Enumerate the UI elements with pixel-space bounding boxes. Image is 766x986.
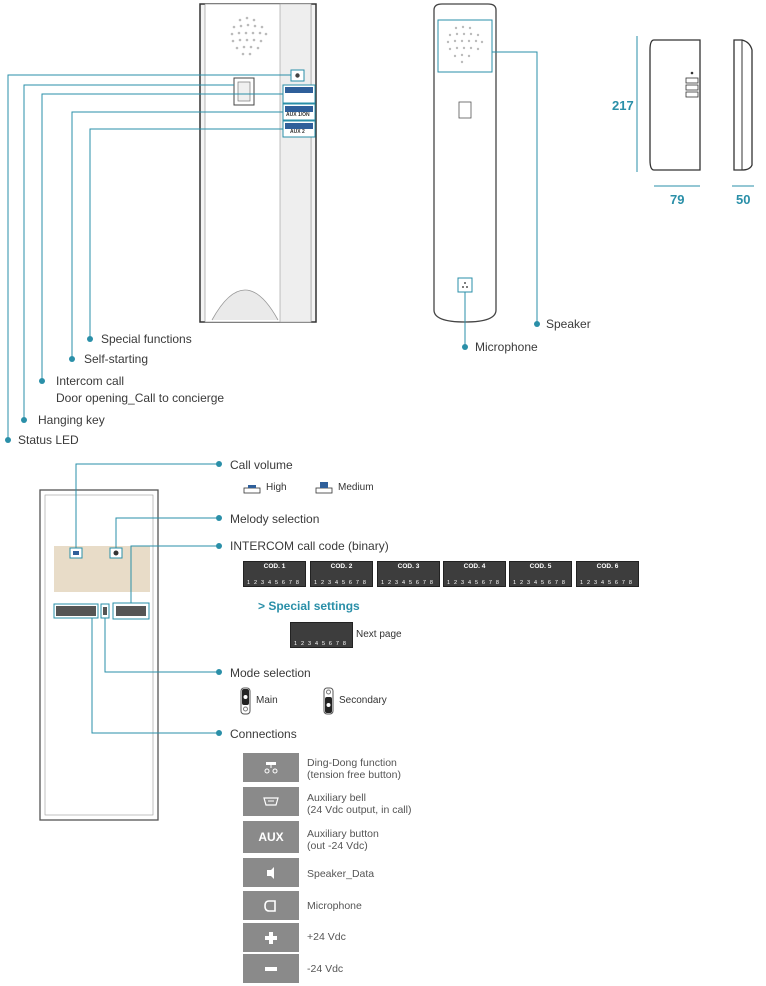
front-callout-lines xyxy=(7,74,291,440)
label-microphone: Microphone xyxy=(475,340,538,354)
dip-code-1: COD. 1 1 2 3 4 5 6 7 8 xyxy=(243,561,306,587)
label-mode-secondary: Secondary xyxy=(339,695,387,706)
label-next-page: Next page xyxy=(356,629,402,640)
conn-minus-text: -24 Vdc xyxy=(307,963,344,975)
conn-aux-text: Auxiliary button(out -24 Vdc) xyxy=(307,828,379,852)
dimension-depth: 50 xyxy=(736,192,751,207)
label-special-functions: Special functions xyxy=(101,332,192,346)
volume-medium-icon xyxy=(315,482,333,494)
speaker-icon xyxy=(267,866,274,879)
intercom-front-view xyxy=(199,3,317,323)
bell-icon xyxy=(263,796,279,806)
aux1-label: AUX 1/ON xyxy=(286,112,310,118)
front-speaker-grille xyxy=(230,16,268,56)
plus-icon xyxy=(265,931,277,944)
aux2-label: AUX 2 xyxy=(290,129,305,135)
conn-icon-speaker xyxy=(243,858,299,887)
label-mode-main: Main xyxy=(256,695,278,706)
label-speaker: Speaker xyxy=(546,317,591,331)
label-door-opening: Door opening_Call to concierge xyxy=(56,391,225,405)
dimension-height: 217 xyxy=(612,98,634,113)
ding-dong-icon xyxy=(264,761,278,773)
conn-icon-aux: AUX xyxy=(243,821,299,853)
mode-secondary-icon xyxy=(323,687,334,715)
conn-speaker-text: Speaker_Data xyxy=(307,868,375,880)
label-special-settings: > Special settings xyxy=(258,599,360,613)
conn-icon-minus xyxy=(243,954,299,983)
label-hanging-key: Hanging key xyxy=(38,413,105,427)
conn-plus-text: +24 Vdc xyxy=(307,931,346,943)
label-intercom-code: INTERCOM call code (binary) xyxy=(230,539,389,553)
conn-icon-plus xyxy=(243,923,299,952)
microphone-icon xyxy=(264,899,276,912)
dip-code-4: COD. 4 1 2 3 4 5 6 7 8 xyxy=(443,561,506,587)
conn-microphone-text: Microphone xyxy=(307,900,362,912)
label-mode-selection: Mode selection xyxy=(230,666,311,680)
dip-code-5: COD. 5 1 2 3 4 5 6 7 8 xyxy=(509,561,572,587)
dip-code-2: COD. 2 1 2 3 4 5 6 7 8 xyxy=(310,561,373,587)
handset-view xyxy=(433,3,497,323)
intercom-rear-view xyxy=(39,489,159,821)
mode-main-icon xyxy=(240,687,251,715)
label-volume-high: High xyxy=(266,482,287,493)
conn-icon-microphone xyxy=(243,891,299,920)
label-status-led: Status LED xyxy=(18,433,79,447)
label-connections: Connections xyxy=(230,727,297,741)
label-call-volume: Call volume xyxy=(230,458,293,472)
dip-special-settings: 1 2 3 4 5 6 7 8 xyxy=(290,622,353,648)
label-intercom-call: Intercom call xyxy=(56,374,125,388)
conn-bell-text: Auxiliary bell(24 Vdc output, in call) xyxy=(307,792,412,816)
front-callout-dots xyxy=(5,336,93,443)
dip-code-6: COD. 6 1 2 3 4 5 6 7 8 xyxy=(576,561,639,587)
dimension-width: 79 xyxy=(670,192,685,207)
label-volume-medium: Medium xyxy=(338,482,374,493)
conn-icon-bell xyxy=(243,787,299,816)
rear-callout-lines xyxy=(75,463,219,734)
handset-callout-lines xyxy=(464,51,538,347)
volume-high-icon xyxy=(243,485,261,494)
label-self-starting: Self-starting xyxy=(84,352,149,366)
dip-code-3: COD. 3 1 2 3 4 5 6 7 8 xyxy=(377,561,440,587)
minus-icon xyxy=(265,966,277,971)
conn-icon-ding-dong xyxy=(243,753,299,782)
label-melody-selection: Melody selection xyxy=(230,512,320,526)
dimension-views xyxy=(636,36,754,187)
conn-ding-dong-text: Ding-Dong function(tension free button) xyxy=(307,757,401,781)
